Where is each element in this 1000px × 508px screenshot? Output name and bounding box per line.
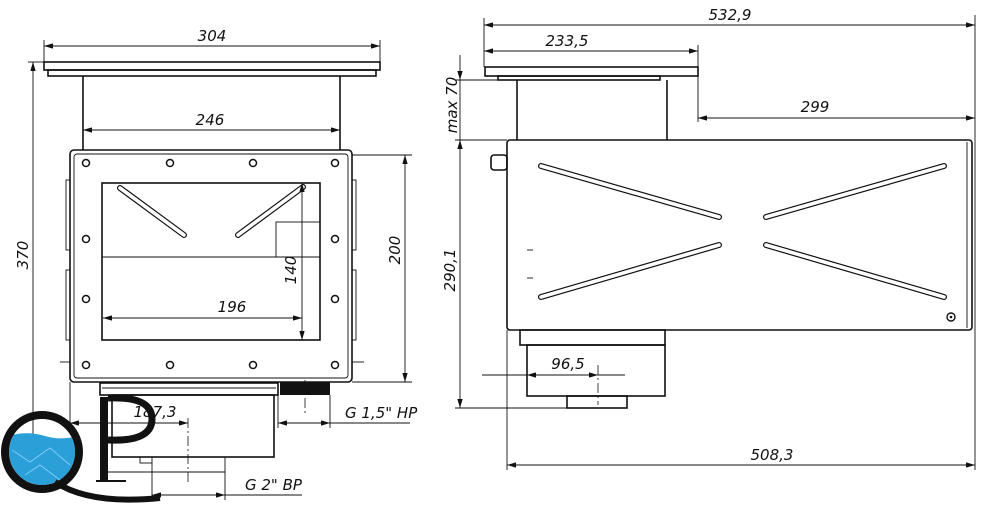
side-flange — [484, 66, 699, 77]
front-window — [101, 182, 321, 341]
dim-96-5: 96,5 — [551, 355, 584, 373]
dim-370: 370 — [14, 241, 32, 270]
dim-200: 200 — [386, 236, 404, 265]
dim-304: 304 — [198, 27, 227, 45]
dim-532-9: 532,9 — [709, 6, 752, 24]
side-body — [506, 139, 973, 331]
qp-logo — [1, 394, 161, 503]
dim-196: 196 — [218, 298, 247, 316]
dim-max-70: max 70 — [443, 77, 461, 134]
side-view: 532,9 233,5 299 max 70 290,1 96,5 508,3 — [441, 6, 976, 470]
thread-label-bottom: G 2" BP — [245, 476, 303, 494]
thread-label-side: G 1,5" HP — [345, 404, 418, 422]
dim-299: 299 — [801, 98, 830, 116]
dim-140: 140 — [282, 256, 300, 285]
dim-508-3: 508,3 — [751, 446, 794, 464]
front-view: 304 246 196 140 200 370 187,3 G 1,5" HP … — [14, 27, 418, 500]
front-flange — [43, 61, 381, 71]
front-body — [69, 149, 353, 383]
dim-290-1: 290,1 — [441, 249, 459, 292]
screws — [81, 158, 340, 370]
dim-246: 246 — [196, 111, 225, 129]
dim-233-5: 233,5 — [546, 32, 589, 50]
